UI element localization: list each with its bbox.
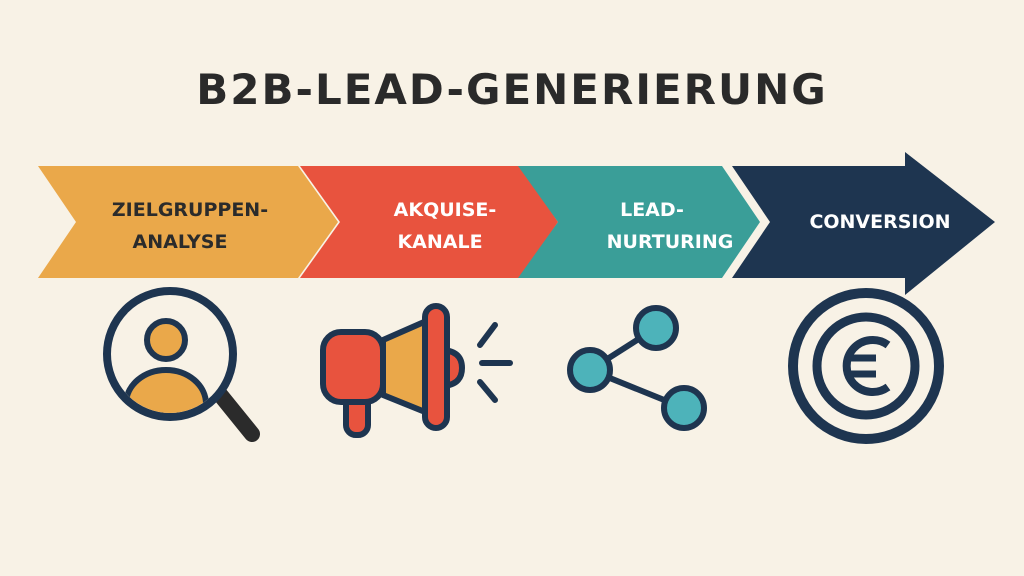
arrow-shape: [732, 152, 995, 295]
megaphone-icon: [320, 303, 513, 438]
page-title: B2B-LEAD-GENERIERUNG: [196, 65, 827, 114]
chevron-shape: [300, 166, 558, 278]
step-akquise-kanale: AKQUISE- KANALE: [300, 166, 558, 278]
step-label-line1: ZIELGRUPPEN-: [112, 199, 268, 221]
step-label-line1: AKQUISE-: [394, 199, 497, 221]
step-label-line2: NURTURING: [607, 231, 734, 253]
magnifier-user-icon: [103, 287, 260, 442]
share-nodes-icon: [567, 305, 707, 431]
step-label-line1: LEAD-: [620, 199, 684, 221]
chevron-shape: [518, 166, 760, 278]
euro-coin-icon: [788, 288, 944, 444]
step-zielgruppen-analyse: ZIELGRUPPEN- ANALYSE: [38, 166, 338, 278]
step-lead-nurturing: LEAD- NURTURING: [518, 166, 760, 278]
step-conversion: CONVERSION: [732, 152, 995, 295]
step-label: CONVERSION: [809, 211, 950, 233]
chevron-shape: [38, 166, 338, 278]
step-label-line2: KANALE: [397, 231, 482, 253]
step-label-line2: ANALYSE: [133, 231, 228, 253]
